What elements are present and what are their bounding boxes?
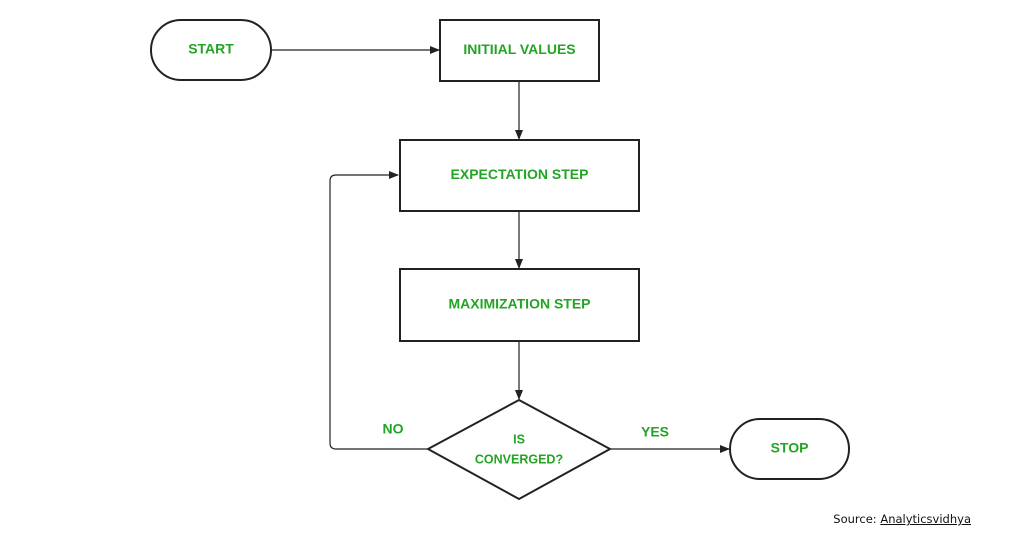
initial-values-node: INITIIAL VALUES	[439, 19, 600, 82]
maximization-step-label: MAXIMIZATION STEP	[448, 296, 590, 312]
stop-label: STOP	[771, 440, 809, 456]
start-node: START	[150, 19, 272, 81]
source-link[interactable]: Analyticsvidhya	[880, 512, 971, 526]
source-credit: Source: Analyticsvidhya	[833, 512, 971, 526]
yes-edge-label: YES	[641, 424, 669, 440]
source-prefix: Source:	[833, 512, 881, 526]
no-edge-label: NO	[383, 421, 404, 437]
is-converged-decision: IS CONVERGED?	[425, 398, 613, 501]
initial-values-label: INITIIAL VALUES	[463, 41, 575, 57]
maximization-step-node: MAXIMIZATION STEP	[399, 268, 640, 342]
edge-loop-back-to-expectation	[329, 171, 428, 450]
stop-node: STOP	[729, 418, 850, 480]
edges	[271, 46, 730, 453]
start-label: START	[188, 41, 234, 57]
expectation-step-node: EXPECTATION STEP	[399, 139, 640, 212]
expectation-step-label: EXPECTATION STEP	[451, 166, 589, 182]
decision-label-line2: CONVERGED?	[475, 452, 563, 466]
decision-label-line1: IS	[513, 432, 525, 446]
